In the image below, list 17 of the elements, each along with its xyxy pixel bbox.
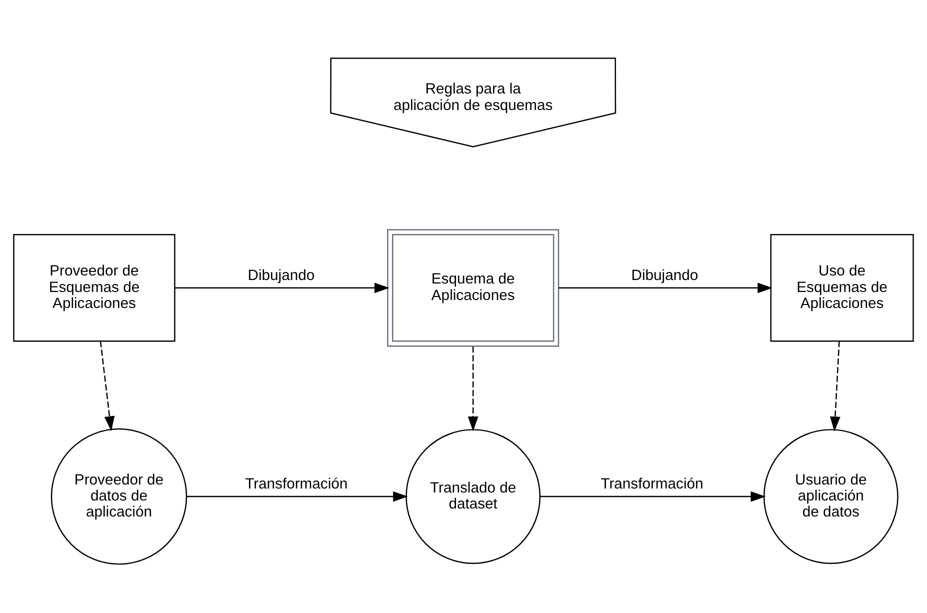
- node-box: Proveedor de Esquemas de Aplicaciones: [13, 234, 176, 342]
- node-circle: Usuario de aplicación de datos: [763, 429, 898, 564]
- node-box: Esquema de Aplicaciones: [387, 229, 560, 347]
- arrow: [540, 491, 766, 502]
- edge-label: Dibujando: [631, 268, 698, 284]
- arrow: [830, 341, 840, 432]
- arrow: [186, 491, 408, 502]
- arrow: [558, 282, 772, 294]
- arrow: [100, 341, 115, 432]
- arrow: [175, 282, 390, 294]
- node-box: Uso de Esquemas de Aplicaciones: [770, 234, 914, 342]
- arrow: [468, 346, 478, 432]
- edge-label: Transformación: [600, 476, 704, 493]
- node-circle: Proveedor de datos de aplicación: [50, 428, 188, 565]
- edge-label: Dibujando: [248, 268, 315, 284]
- node-circle: Translado de dataset: [406, 429, 541, 564]
- edge-label: Transformación: [245, 476, 348, 493]
